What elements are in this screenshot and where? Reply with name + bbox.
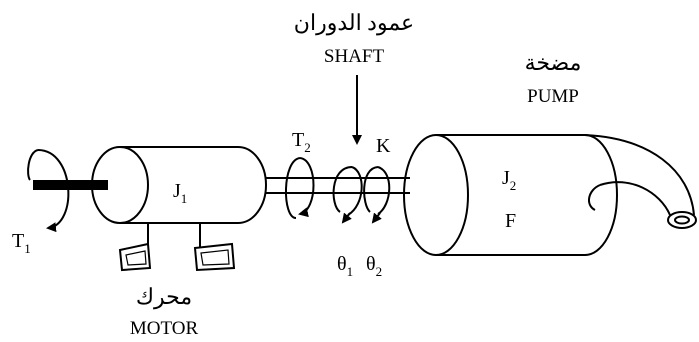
motor-shaft-stub xyxy=(33,180,108,190)
k-symbol: K xyxy=(376,135,391,157)
theta1-arrow xyxy=(332,166,363,216)
j2-symbol: J2 xyxy=(502,167,516,193)
shaft xyxy=(266,177,410,194)
theta2-symbol: θ2 xyxy=(366,253,382,279)
t2-torque-arrow xyxy=(285,157,301,219)
pump-label: PUMP xyxy=(527,86,579,107)
pump-label-arabic: مضخة xyxy=(525,50,582,75)
pump-outlet-pipe xyxy=(584,134,697,229)
f-symbol: F xyxy=(505,210,516,232)
shaft-label-arabic: عمود الدوران xyxy=(294,10,414,36)
theta2-arrow xyxy=(363,166,391,215)
t1-symbol: T1 xyxy=(12,230,31,256)
t2-symbol: T2 xyxy=(292,129,311,155)
motor-label-arabic: محرك xyxy=(136,284,192,310)
pump-body xyxy=(403,134,618,256)
theta1-symbol: θ1 xyxy=(337,253,353,279)
motor-feet xyxy=(118,223,236,272)
t1-torque-arrow xyxy=(37,149,70,233)
motor-body xyxy=(91,146,267,224)
motor-label: MOTOR xyxy=(130,318,199,339)
j1-symbol: J1 xyxy=(173,180,187,206)
shaft-label: SHAFT xyxy=(324,46,385,67)
